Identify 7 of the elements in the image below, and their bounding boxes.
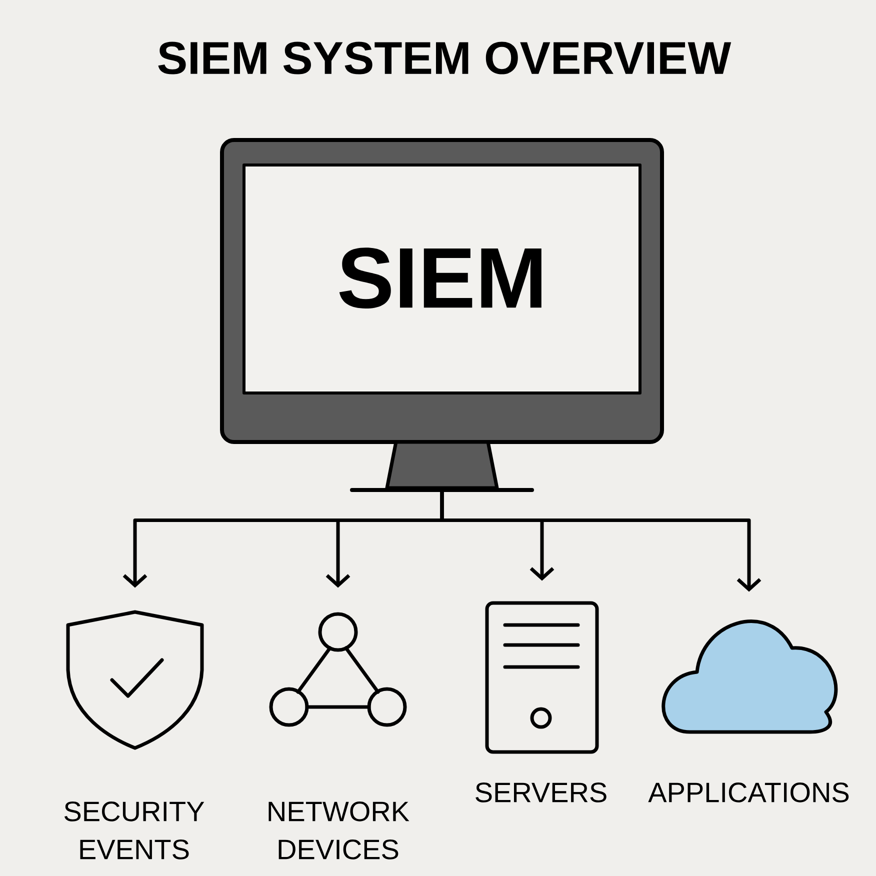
icon-label: APPLICATIONS — [648, 782, 849, 802]
icon-label: NETWORK DEVICES — [268, 802, 410, 860]
monitor: SIEM — [220, 138, 664, 492]
icon-label: SERVERS — [476, 782, 606, 802]
icon-label: SECURITY EVENTS — [64, 802, 204, 860]
title: SIEM SYSTEM OVERVIEW — [158, 42, 732, 74]
arrow — [440, 490, 762, 592]
